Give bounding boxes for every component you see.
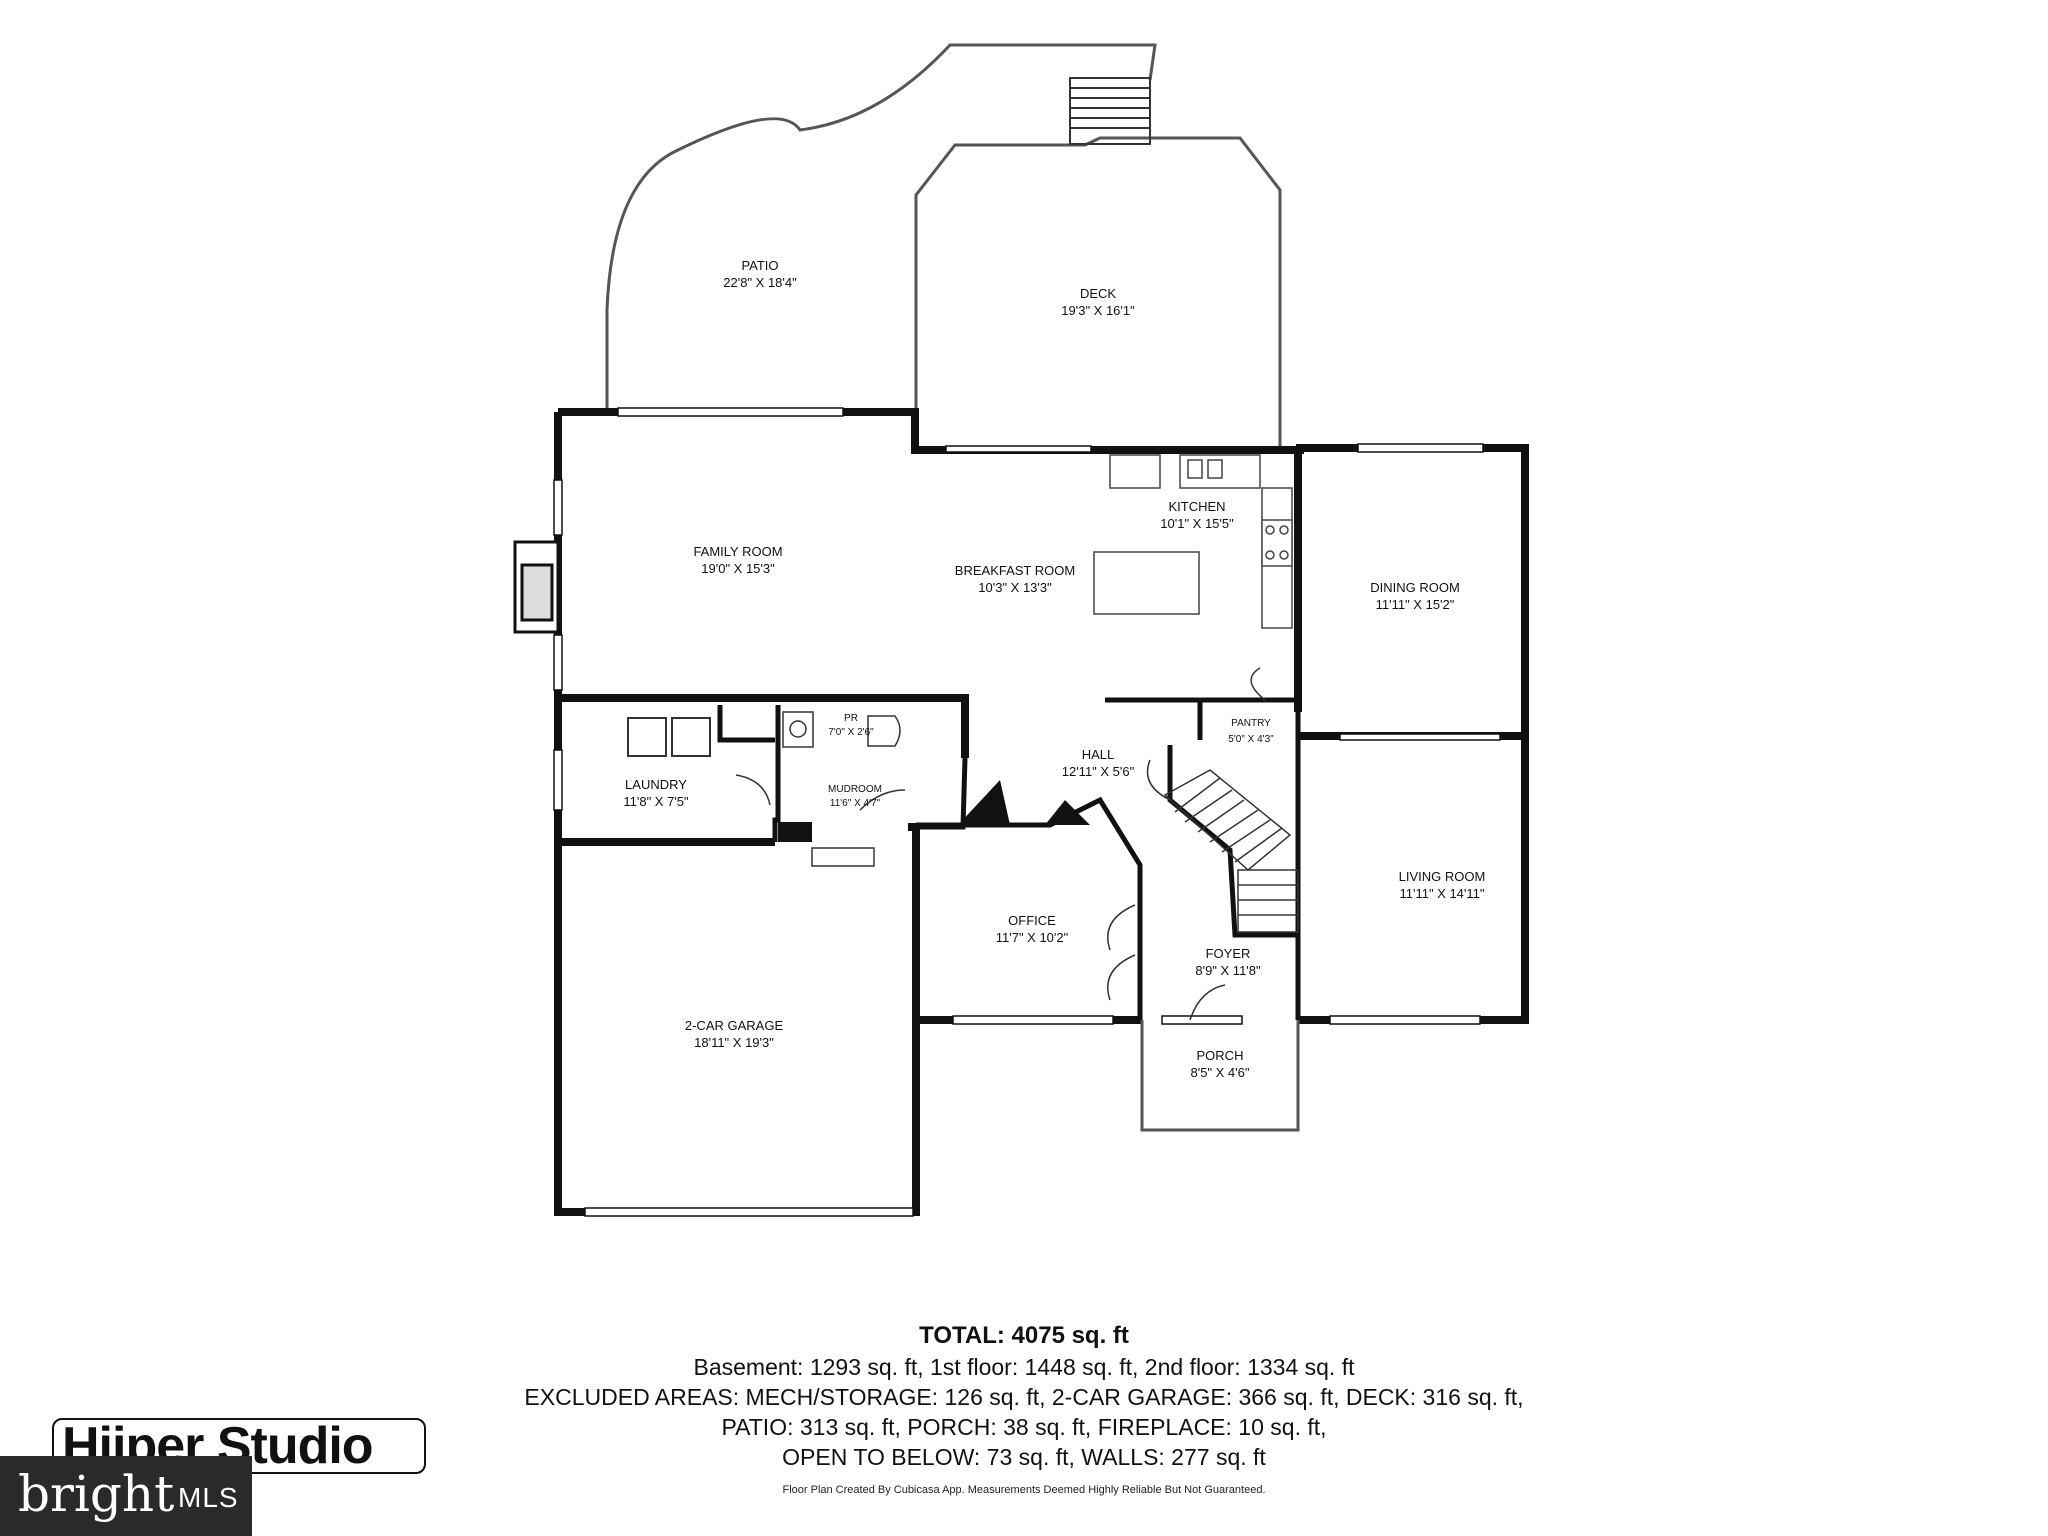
room-hall-name: HALL: [1082, 747, 1115, 762]
room-patio-name: PATIO: [741, 258, 778, 273]
bright-logo-text: bright: [18, 1465, 175, 1523]
room-living-size: 11'11" X 14'11": [1399, 886, 1484, 901]
room-kitchen-size: 10'1" X 15'5": [1160, 516, 1234, 531]
room-garage-name: 2-CAR GARAGE: [685, 1018, 784, 1033]
bright-mls-logo: bright MLS: [0, 1456, 252, 1536]
patio-outline: [605, 43, 1157, 413]
disclaimer: Floor Plan Created By Cubicasa App. Meas…: [782, 1484, 1266, 1496]
room-pr-name: PR: [844, 713, 858, 724]
room-porch-size: 8'5" X 4'6": [1190, 1065, 1249, 1080]
room-living-name: LIVING ROOM: [1399, 869, 1486, 884]
room-dining-name: DINING ROOM: [1370, 580, 1460, 595]
summary-line: OPEN TO BELOW: 73 sq. ft, WALLS: 277 sq.…: [782, 1444, 1266, 1470]
room-pr-size: 7'0" X 2'6": [828, 727, 874, 738]
room-mudroom-size: 11'6" X 4'7": [830, 798, 881, 809]
area-summary: Basement: 1293 sq. ft, 1st floor: 1448 s…: [0, 1352, 2048, 1472]
open-to-below-mark: [1045, 800, 1090, 825]
room-breakfast-size: 10'3" X 13'3": [978, 580, 1052, 595]
room-hall-size: 12'11" X 5'6": [1062, 764, 1135, 779]
room-office-size: 11'7" X 10'2": [996, 930, 1069, 945]
kitchen-fixtures: [1093, 454, 1293, 629]
exterior-walls: [554, 408, 1529, 1216]
open-to-below-mark: [958, 780, 1010, 825]
room-laundry-name: LAUNDRY: [625, 777, 687, 792]
interior-walls: [717, 697, 1301, 1020]
room-deck-size: 19'3" X 16'1": [1061, 303, 1135, 318]
fireplace: [513, 540, 560, 634]
summary-line: PATIO: 313 sq. ft, PORCH: 38 sq. ft, FIR…: [721, 1414, 1327, 1440]
room-deck-name: DECK: [1080, 286, 1116, 301]
door-swings: [735, 667, 1266, 1021]
room-family-name: FAMILY ROOM: [693, 544, 782, 559]
room-dining-size: 11'11" X 15'2": [1376, 597, 1455, 612]
garage-door: [584, 1207, 914, 1217]
mudroom-step: [778, 822, 812, 842]
room-foyer-size: 8'9" X 11'8": [1195, 963, 1261, 978]
laundry-appliances: [627, 717, 711, 757]
room-garage-size: 18'11" X 19'3": [694, 1035, 774, 1050]
room-pantry-name: PANTRY: [1231, 718, 1271, 729]
deck-stairs: [1069, 77, 1151, 145]
total-area: TOTAL: 4075 sq. ft: [919, 1322, 1129, 1349]
room-porch-name: PORCH: [1197, 1048, 1244, 1063]
summary-line: Basement: 1293 sq. ft, 1st floor: 1448 s…: [693, 1354, 1355, 1380]
room-labels: PATIO 22'8" X 18'4" DECK 19'3" X 16'1" F…: [623, 258, 1485, 1080]
windows: [553, 407, 1501, 1025]
room-pantry-size: 5'0" X 4'3": [1228, 734, 1274, 745]
room-kitchen-name: KITCHEN: [1168, 499, 1225, 514]
main-stairs: [1163, 769, 1299, 933]
deck-outline: [914, 136, 1282, 450]
porch-outline: [1140, 1020, 1300, 1132]
room-patio-size: 22'8" X 18'4": [723, 275, 797, 290]
room-mudroom-name: MUDROOM: [828, 784, 882, 795]
room-family-size: 19'0" X 15'3": [701, 561, 775, 576]
mudroom-step-out: [811, 847, 875, 867]
powder-room-fixtures: [782, 711, 901, 748]
summary-line: EXCLUDED AREAS: MECH/STORAGE: 126 sq. ft…: [524, 1384, 1524, 1410]
room-breakfast-name: BREAKFAST ROOM: [955, 563, 1075, 578]
room-foyer-name: FOYER: [1206, 946, 1251, 961]
room-laundry-size: 11'8" X 7'5": [623, 794, 689, 809]
room-office-name: OFFICE: [1008, 913, 1056, 928]
mls-logo-text: MLS: [178, 1482, 239, 1513]
